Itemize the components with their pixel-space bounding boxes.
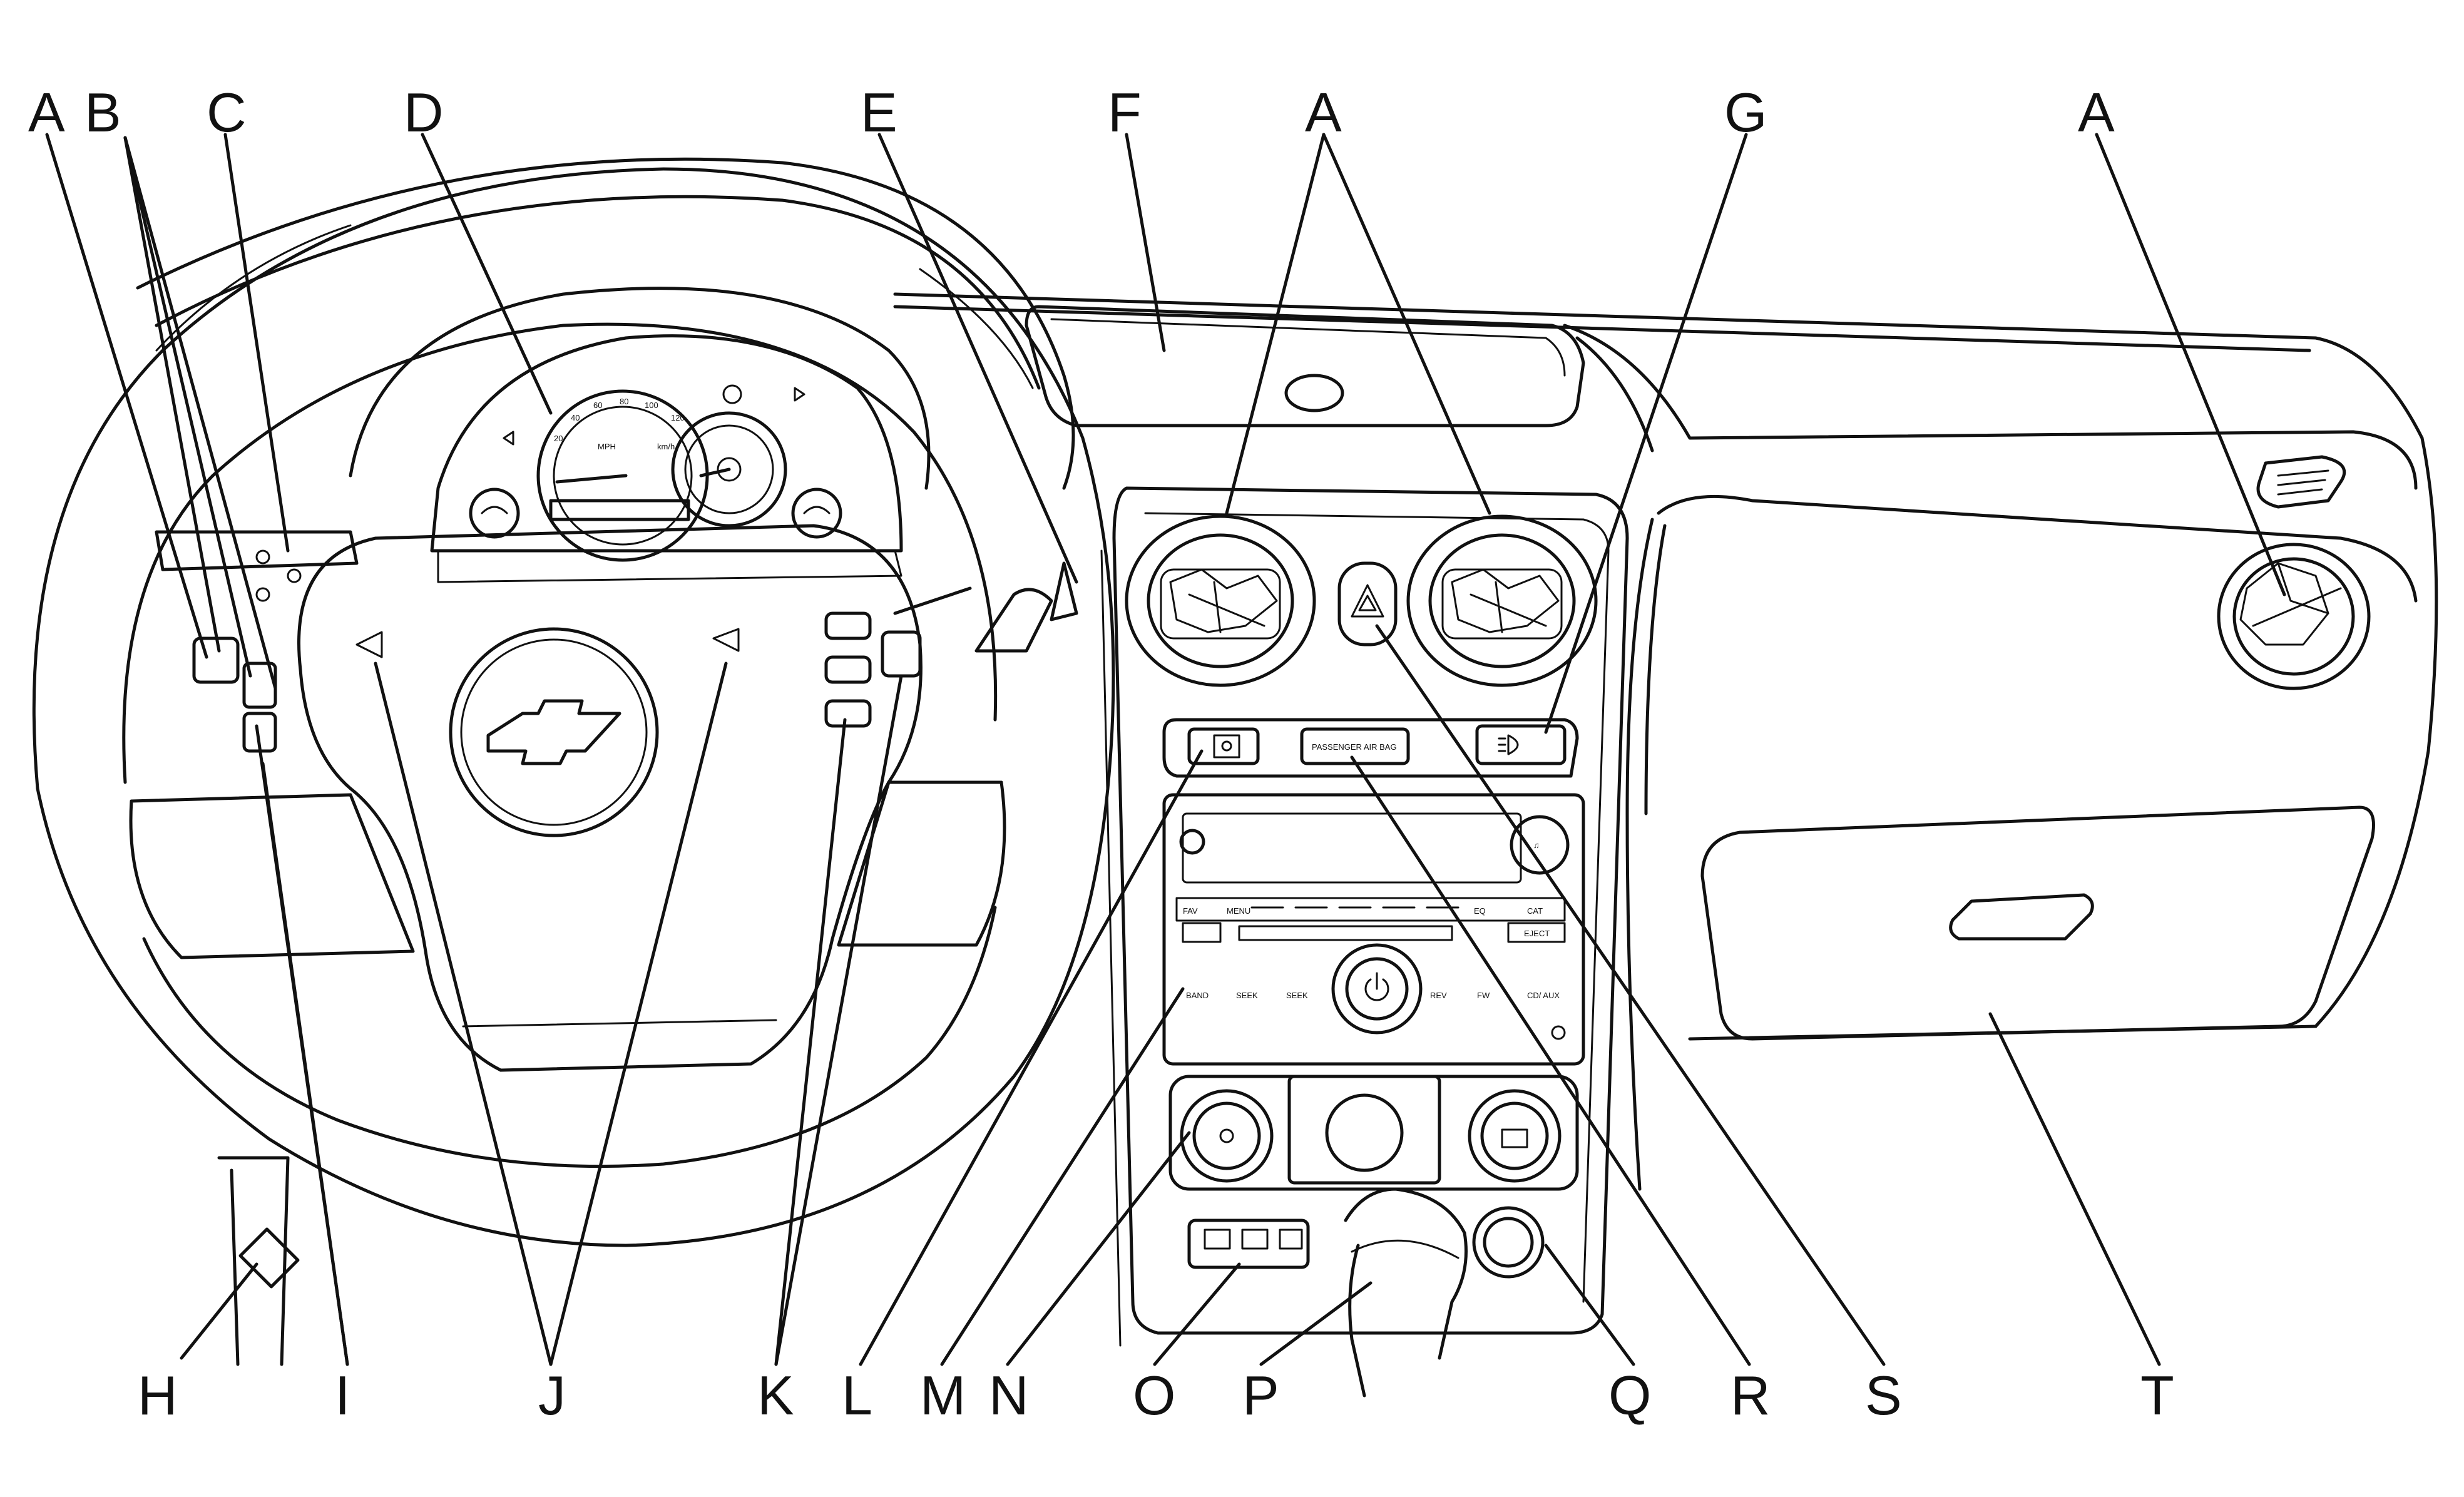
- callout-bottom-s: S: [1865, 1364, 1902, 1426]
- fan-speed-knob[interactable]: [1180, 1089, 1274, 1183]
- left-horn-icon: [355, 631, 383, 658]
- callout-bottom-j: J: [538, 1364, 566, 1426]
- glove-box-handle: [1949, 893, 2094, 941]
- callout-bottom-m: M: [920, 1364, 966, 1426]
- callout-bottom-i: I: [335, 1364, 350, 1426]
- traction-control-button[interactable]: [1187, 727, 1260, 765]
- temperature-knob[interactable]: [1325, 1093, 1404, 1172]
- callout-labels-top: A B C D E F A G A: [28, 81, 2115, 143]
- callout-top-f: F: [1108, 81, 1142, 143]
- steering-wheel[interactable]: [32, 167, 1115, 1247]
- fav-button[interactable]: FAV: [1183, 906, 1198, 916]
- right-spoke: [837, 780, 1006, 947]
- rev-button[interactable]: REV: [1430, 991, 1447, 1000]
- speedometer-kmh-label: km/h: [657, 442, 675, 451]
- rear-wiper-buttons[interactable]: [1187, 1219, 1310, 1269]
- callout-bottom-p: P: [1242, 1364, 1279, 1426]
- seek-back-button[interactable]: SEEK: [1236, 991, 1258, 1000]
- callout-bottom-q: Q: [1608, 1364, 1651, 1426]
- callout-labels-bottom: H I J K L M N O P Q R S T: [138, 1364, 2174, 1426]
- hood-release[interactable]: [217, 1156, 300, 1366]
- speed-tick-80: 80: [620, 397, 628, 406]
- callout-bottom-l: L: [842, 1364, 872, 1426]
- instrument-cluster: MPH km/h 20 40 60 80 100 120: [430, 334, 903, 583]
- seek-forward-button[interactable]: SEEK: [1286, 991, 1308, 1000]
- passenger-airbag-label: PASSENGER AIR BAG: [1312, 742, 1397, 752]
- tone-knob: [1510, 815, 1570, 875]
- air-delivery-knob[interactable]: [1468, 1089, 1562, 1183]
- shift-lever[interactable]: [1344, 1187, 1468, 1397]
- callout-top-d: D: [404, 81, 444, 143]
- callout-bottom-n: N: [989, 1364, 1029, 1426]
- service-indicator: [722, 384, 742, 404]
- right-turn-indicator: [794, 387, 805, 402]
- radio-power-indicator: [1179, 829, 1205, 855]
- airbag-cover: [449, 627, 659, 837]
- right-air-vent: [2217, 543, 2371, 690]
- svg-text:♫: ♫: [1533, 840, 1540, 850]
- callout-top-g: G: [1724, 81, 1767, 143]
- speed-tick-60: 60: [593, 401, 602, 410]
- bowtie-logo: [486, 699, 621, 765]
- cd-aux-button[interactable]: CD/ AUX: [1527, 991, 1560, 1000]
- menu-button[interactable]: MENU: [1227, 906, 1250, 916]
- speed-tick-100: 100: [645, 401, 658, 410]
- cat-button[interactable]: CAT: [1527, 906, 1543, 916]
- steering-wheel-hub: [129, 524, 1006, 1072]
- switch-panel: [1162, 718, 1579, 778]
- callout-top-e: E: [861, 81, 897, 143]
- left-turn-indicator: [503, 431, 514, 446]
- eq-button[interactable]: EQ: [1474, 906, 1486, 916]
- tachometer: [671, 411, 787, 528]
- callout-top-a2: A: [1305, 81, 1342, 143]
- center-right-air-vent: [1406, 514, 1598, 687]
- ignition-area: [893, 561, 1078, 653]
- center-left-air-vent: [1125, 514, 1316, 687]
- fuel-gauge: [469, 488, 520, 539]
- temperature-control: [1287, 1075, 1441, 1185]
- hazard-button[interactable]: [1337, 561, 1398, 646]
- climate-controls: [1168, 1075, 1579, 1191]
- horn-icons[interactable]: [355, 628, 740, 658]
- odometer-display: [549, 499, 690, 521]
- left-spoke: [129, 793, 415, 959]
- temp-gauge: [791, 488, 842, 539]
- passenger-airbag-indicator: PASSENGER AIR BAG: [1300, 727, 1410, 765]
- band-button[interactable]: BAND: [1186, 991, 1209, 1000]
- callout-top-c: C: [207, 81, 247, 143]
- callout-bottom-h: H: [138, 1364, 178, 1426]
- speed-tick-20: 20: [554, 434, 563, 443]
- speed-tick-120: 120: [671, 413, 685, 422]
- right-steering-controls[interactable]: [824, 611, 922, 728]
- callout-top-a3: A: [2078, 81, 2115, 143]
- leader-lines: [45, 133, 2286, 1366]
- power-outlet[interactable]: [1472, 1206, 1545, 1279]
- speedometer-mph-label: MPH: [598, 442, 616, 451]
- callout-bottom-o: O: [1133, 1364, 1175, 1426]
- callout-bottom-k: K: [757, 1364, 794, 1426]
- speed-tick-40: 40: [571, 413, 580, 422]
- fwd-button[interactable]: FW: [1477, 991, 1490, 1000]
- storage-bin: [1025, 305, 1585, 427]
- defrost-vent: [2256, 455, 2346, 509]
- dashboard-outline: [893, 292, 2438, 1191]
- power-volume-knob[interactable]: [1331, 943, 1423, 1035]
- callout-top-b: B: [84, 81, 121, 143]
- callout-bottom-r: R: [1730, 1364, 1771, 1426]
- callout-bottom-t: T: [2140, 1364, 2174, 1426]
- callout-top-a1: A: [28, 81, 65, 143]
- eject-button[interactable]: EJECT: [1524, 929, 1550, 938]
- fog-lamp-button[interactable]: [1475, 724, 1567, 765]
- right-horn-icon: [712, 628, 740, 652]
- glove-box: [1700, 805, 2375, 1041]
- instrument-cluster-hood: [136, 157, 1075, 490]
